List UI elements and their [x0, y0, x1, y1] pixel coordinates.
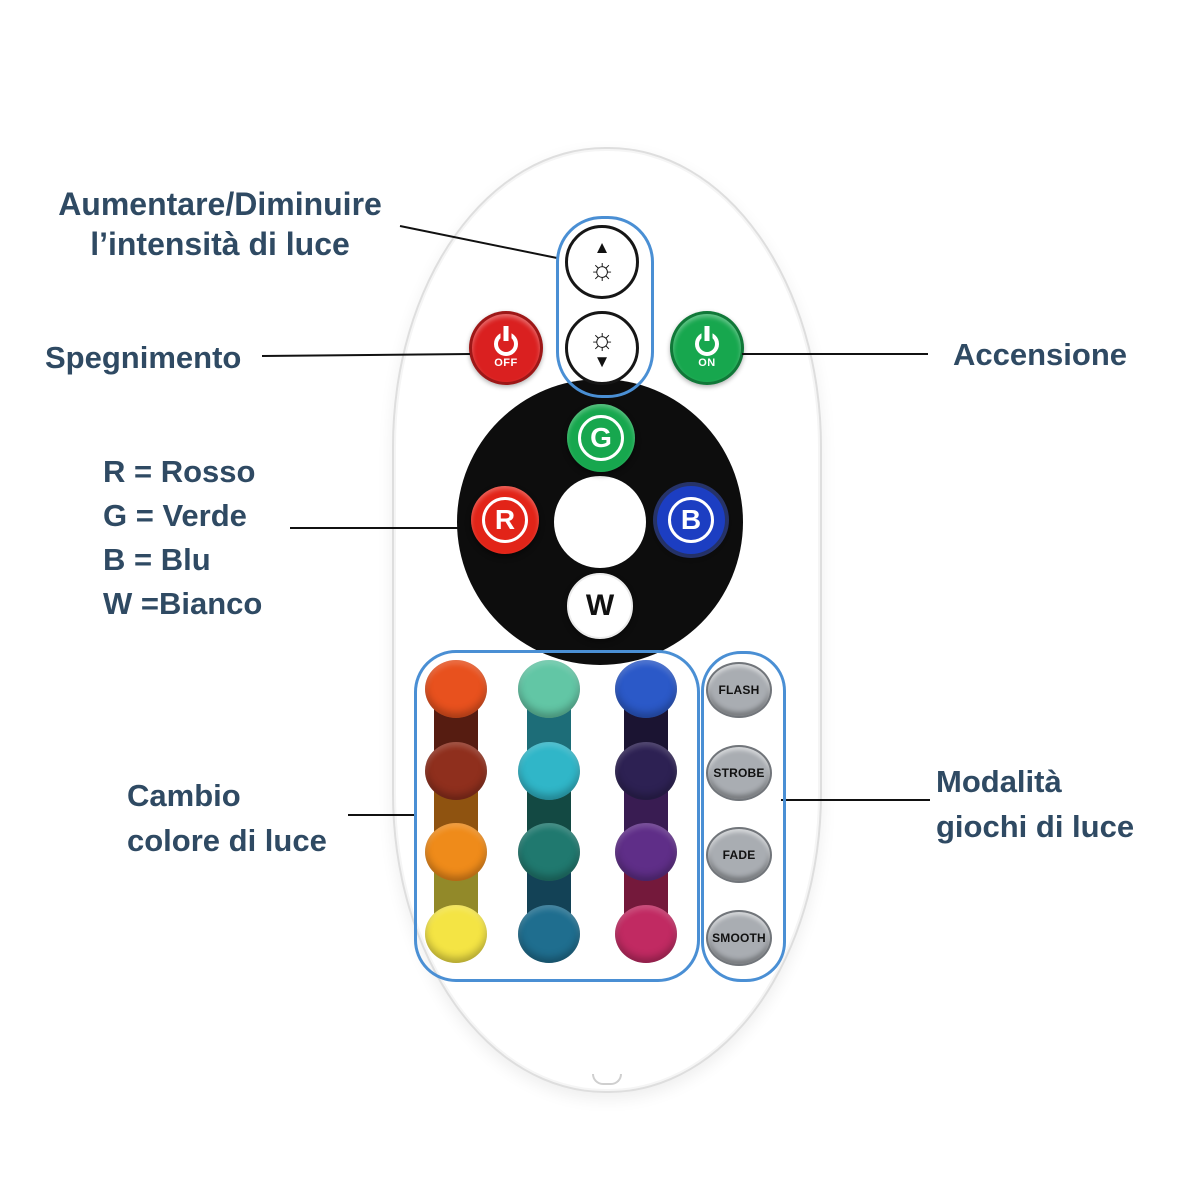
label-color-change: Cambio colore di luce [127, 773, 327, 863]
color-button-r2c2[interactable] [518, 742, 580, 800]
label-modes: Modalità giochi di luce [936, 759, 1134, 849]
power-icon [494, 326, 518, 356]
label-modes-line1: Modalità [936, 764, 1062, 799]
color-button-r2c1[interactable] [425, 742, 487, 800]
red-button[interactable]: R [471, 486, 539, 554]
legend-w: W =Bianco [103, 586, 263, 621]
label-on: Accensione [953, 337, 1128, 372]
power-icon-bar [500, 326, 512, 341]
legend-g: G = Verde [103, 498, 247, 533]
pad-center-circle [554, 476, 646, 568]
legend-b: B = Blu [103, 542, 211, 577]
color-button-r1c2[interactable] [518, 660, 580, 718]
color-button-r3c3[interactable] [615, 823, 677, 881]
arrow-down-icon: ▼ [593, 352, 611, 371]
power-off-button[interactable]: OFF [469, 311, 543, 385]
color-button-r4c3[interactable] [615, 905, 677, 963]
power-on-label: ON [698, 357, 716, 369]
label-brightness: Aumentare/Diminuire l’intensità di luce [40, 184, 400, 264]
label-rgbw-legend: R = Rosso G = Verde B = Blu W =Bianco [103, 450, 262, 626]
bottom-notch [592, 1074, 622, 1085]
label-brightness-line1: Aumentare/Diminuire [58, 186, 382, 222]
mode-strobe-label: STROBE [713, 766, 765, 780]
arrow-up-icon: ▲ [593, 238, 611, 257]
color-button-r4c1[interactable] [425, 905, 487, 963]
brightness-up-button[interactable]: ▲ ☼ [565, 225, 639, 299]
green-button-label: G [578, 415, 624, 461]
white-button[interactable]: W [567, 573, 633, 639]
power-icon [695, 326, 719, 356]
white-button-label: W [585, 589, 615, 622]
blue-button-label: B [668, 497, 714, 543]
sun-icon: ☼ [588, 253, 616, 286]
mode-strobe-button[interactable]: STROBE [706, 745, 772, 801]
power-on-button[interactable]: ON [670, 311, 744, 385]
color-button-r4c2[interactable] [518, 905, 580, 963]
mode-flash-button[interactable]: FLASH [706, 662, 772, 718]
mode-flash-label: FLASH [718, 683, 760, 697]
mode-smooth-button[interactable]: SMOOTH [706, 910, 772, 966]
color-button-r2c3[interactable] [615, 742, 677, 800]
power-icon-bar [701, 326, 713, 341]
green-button[interactable]: G [567, 404, 635, 472]
mode-fade-label: FADE [722, 848, 756, 862]
label-color-line2: colore di luce [127, 823, 327, 858]
label-brightness-line2: l’intensità di luce [90, 226, 350, 262]
label-off: Spegnimento [45, 340, 242, 375]
color-button-r1c1[interactable] [425, 660, 487, 718]
mode-smooth-label: SMOOTH [712, 931, 766, 945]
label-color-line1: Cambio [127, 778, 241, 813]
red-button-label: R [482, 497, 528, 543]
brightness-down-button[interactable]: ☼ ▼ [565, 311, 639, 385]
label-modes-line2: giochi di luce [936, 809, 1135, 844]
power-off-label: OFF [494, 357, 518, 369]
legend-r: R = Rosso [103, 454, 256, 489]
color-button-r3c1[interactable] [425, 823, 487, 881]
color-button-r3c2[interactable] [518, 823, 580, 881]
color-button-r1c3[interactable] [615, 660, 677, 718]
sun-icon: ☼ [588, 323, 616, 356]
blue-button[interactable]: B [657, 486, 725, 554]
mode-fade-button[interactable]: FADE [706, 827, 772, 883]
